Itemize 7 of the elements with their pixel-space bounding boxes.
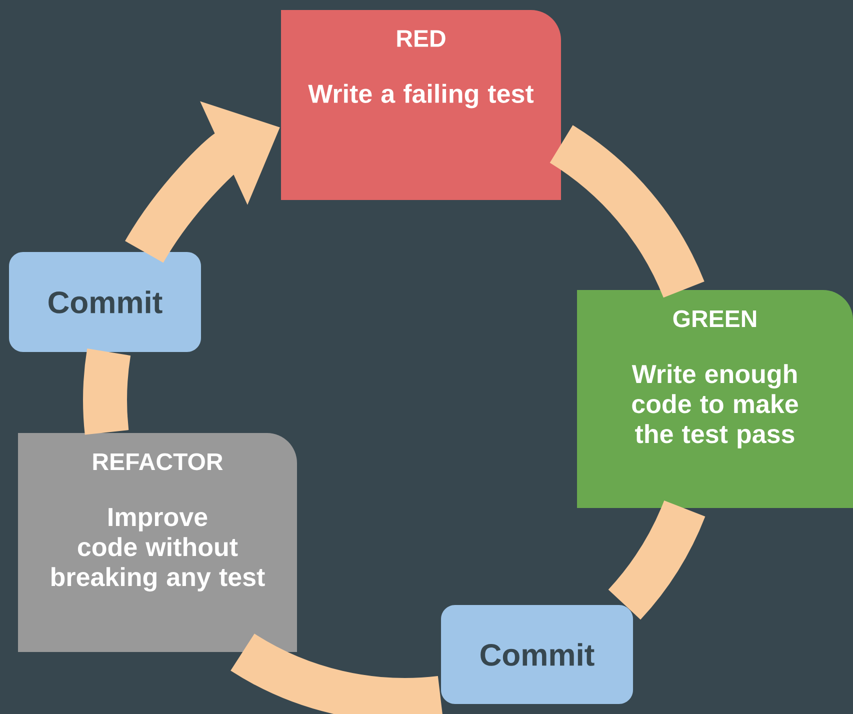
commit-box: Commit <box>441 605 633 704</box>
commit-box: Commit <box>9 252 201 352</box>
cycle-connector <box>608 500 706 620</box>
phase-box: GREEN Write enough code to make the test pass <box>577 290 853 508</box>
phase-box: RED Write a failing test <box>281 10 561 200</box>
phase-box: REFACTOR Improve code without breaking any test <box>18 433 297 652</box>
cycle-connector <box>83 348 131 435</box>
